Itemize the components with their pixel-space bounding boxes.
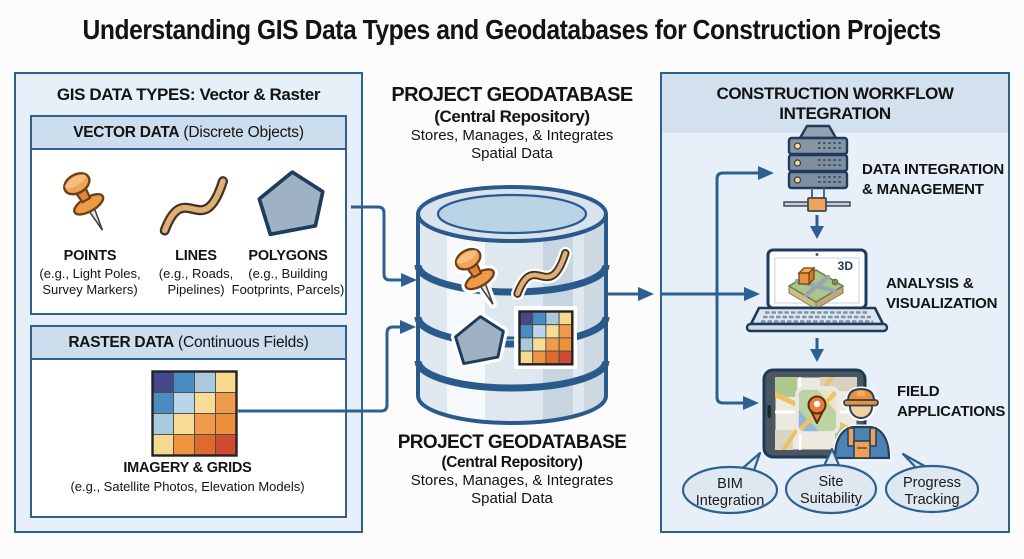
lines-label-group: LINES (e.g., Roads, Pipelines) bbox=[150, 248, 242, 298]
lines-label: LINES bbox=[175, 248, 217, 264]
polygons-label-group: POLYGONS (e.g., Building Footprints, Par… bbox=[231, 248, 345, 298]
geodatabase-desc2-bottom: Spatial Data bbox=[471, 490, 553, 507]
lines-example: (e.g., Roads, Pipelines) bbox=[158, 266, 234, 297]
imagery-grids-label-group: IMAGERY & GRIDS (e.g., Satellite Photos,… bbox=[32, 460, 343, 494]
raster-data-box: RASTER DATA (Continuous Fields) IMAGERY … bbox=[30, 325, 347, 518]
imagery-grids-example: (e.g., Satellite Photos, Elevation Model… bbox=[70, 479, 305, 494]
cylinder-band-3 bbox=[414, 360, 610, 392]
cylinder-stripes bbox=[447, 214, 606, 423]
field-line1: FIELD bbox=[897, 383, 940, 400]
vector-data-subtitle: (Discrete Objects) bbox=[179, 124, 304, 141]
polygons-label: POLYGONS bbox=[248, 248, 328, 264]
raster-to-geodatabase-arrowhead bbox=[400, 320, 416, 334]
polygons-example: (e.g., Building Footprints, Parcels) bbox=[231, 266, 345, 297]
data-integration-line1: DATA INTEGRATION bbox=[862, 161, 1005, 178]
raster-data-subtitle: (Continuous Fields) bbox=[173, 334, 309, 351]
points-label-group: POINTS (e.g., Light Poles, Survey Marker… bbox=[32, 248, 148, 298]
construction-workflow-header: CONSTRUCTION WORKFLOW INTEGRATION bbox=[662, 74, 1008, 133]
geodatabase-desc1-bottom: Stores, Manages, & Integrates bbox=[410, 472, 614, 489]
raster-grid-icon-db bbox=[518, 310, 574, 366]
data-integration-label: DATA INTEGRATION & MANAGEMENT bbox=[862, 160, 1004, 199]
geodatabase-subtitle-bottom: (Central Repository) bbox=[441, 454, 583, 471]
construction-workflow-panel: CONSTRUCTION WORKFLOW INTEGRATION DATA I… bbox=[660, 72, 1010, 533]
polygon-icon-db bbox=[454, 315, 505, 365]
raster-data-title: RASTER DATA bbox=[68, 334, 174, 351]
geodatabase-cylinder-icon bbox=[414, 185, 610, 425]
vector-to-geodatabase-arrowhead bbox=[401, 273, 417, 287]
analysis-visualization-label: ANALYSIS & VISUALIZATION bbox=[886, 274, 997, 313]
analysis-line1: ANALYSIS & bbox=[886, 275, 974, 292]
geodatabase-title-top: PROJECT GEODATABASE bbox=[391, 84, 633, 106]
raster-data-box-header: RASTER DATA (Continuous Fields) bbox=[32, 327, 345, 360]
pushpin-icon-db bbox=[448, 242, 509, 313]
field-applications-label: FIELD APPLICATIONS bbox=[897, 382, 1005, 421]
curve-line-icon-db bbox=[518, 253, 566, 293]
geodatabase-desc1-top: Stores, Manages, & Integrates bbox=[410, 127, 614, 144]
field-line2: APPLICATIONS bbox=[897, 402, 1006, 420]
geodatabase-heading-top: PROJECT GEODATABASE (Central Repository)… bbox=[380, 84, 644, 163]
cylinder-band-1 bbox=[414, 264, 610, 296]
points-label: POINTS bbox=[63, 248, 117, 264]
cylinder-top bbox=[416, 185, 608, 243]
vector-data-box: VECTOR DATA (Discrete Objects) POINTS (e… bbox=[30, 115, 347, 315]
cylinder-band-2 bbox=[414, 316, 610, 348]
page-title-text: Understanding GIS Data Types and Geodata… bbox=[82, 14, 942, 45]
geodatabase-title-bottom: PROJECT GEODATABASE bbox=[397, 432, 627, 453]
imagery-grids-label: IMAGERY & GRIDS bbox=[123, 460, 252, 476]
vector-data-title: VECTOR DATA bbox=[73, 124, 180, 141]
cylinder-top-inner bbox=[436, 193, 588, 235]
vector-data-box-header: VECTOR DATA (Discrete Objects) bbox=[32, 117, 345, 150]
data-integration-line2: & MANAGEMENT bbox=[862, 180, 984, 198]
geodatabase-to-workflow-arrowhead bbox=[638, 287, 654, 301]
points-example: (e.g., Light Poles, Survey Markers) bbox=[39, 266, 141, 297]
geodatabase-desc2-top: Spatial Data bbox=[471, 145, 553, 162]
gis-data-types-header: GIS DATA TYPES: Vector & Raster bbox=[56, 85, 321, 104]
gis-data-types-panel: GIS DATA TYPES: Vector & Raster VECTOR D… bbox=[14, 72, 363, 533]
page-title: Understanding GIS Data Types and Geodata… bbox=[0, 14, 1024, 46]
raster-grid-halo bbox=[514, 306, 577, 369]
geodatabase-heading-bottom: PROJECT GEODATABASE (Central Repository)… bbox=[380, 432, 644, 508]
analysis-line2: VISUALIZATION bbox=[886, 294, 998, 312]
geodatabase-subtitle-top: (Central Repository) bbox=[434, 107, 590, 126]
